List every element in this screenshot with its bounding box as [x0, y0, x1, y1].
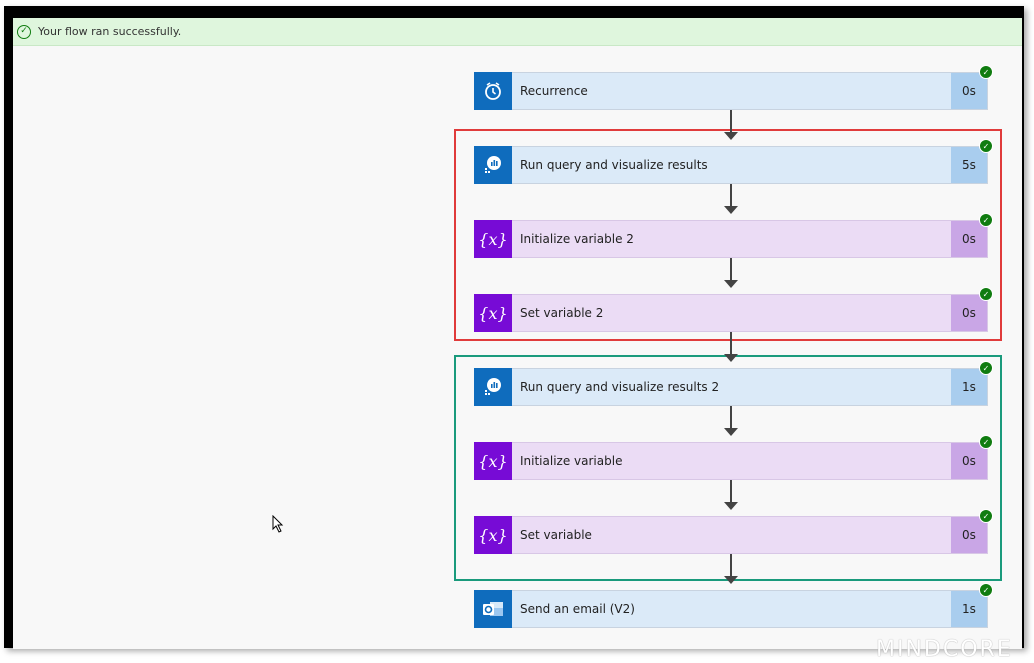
connector-line — [730, 184, 732, 208]
step-label: Run query and visualize results — [520, 158, 708, 172]
step-label: Initialize variable — [520, 454, 623, 468]
query-chart-icon — [474, 146, 512, 184]
step-duration: 1s — [951, 369, 987, 405]
connector-arrow — [724, 576, 738, 584]
success-message: Your flow ran successfully. — [38, 25, 182, 38]
step-duration: 0s — [951, 73, 987, 109]
step-duration: 0s — [951, 517, 987, 553]
step-label: Set variable 2 — [520, 306, 604, 320]
success-check-icon: ✓ — [979, 287, 993, 301]
success-banner: ✓ Your flow ran successfully. — [13, 18, 1022, 46]
connector-arrow — [724, 206, 738, 214]
connector-arrow — [724, 428, 738, 436]
step-label: Recurrence — [520, 84, 588, 98]
step-label: Send an email (V2) — [520, 602, 635, 616]
step-initialize-variable[interactable]: {x} Initialize variable 0s — [474, 442, 988, 480]
connector-arrow — [724, 132, 738, 140]
connector-line — [730, 332, 732, 356]
success-check-icon: ✓ — [17, 24, 31, 39]
success-check-icon: ✓ — [979, 361, 993, 375]
connector-line — [730, 554, 732, 578]
connector-line — [730, 406, 732, 430]
success-check-icon: ✓ — [979, 213, 993, 227]
connector-arrow — [724, 502, 738, 510]
variable-icon: {x} — [474, 516, 512, 554]
step-duration: 5s — [951, 147, 987, 183]
connector-arrow — [724, 354, 738, 362]
query-chart-icon — [474, 368, 512, 406]
step-send-email[interactable]: Send an email (V2) 1s — [474, 590, 988, 628]
step-set-variable[interactable]: {x} Set variable 0s — [474, 516, 988, 554]
step-duration: 1s — [951, 591, 987, 627]
step-recurrence[interactable]: Recurrence 0s — [474, 72, 988, 110]
step-duration: 0s — [951, 295, 987, 331]
flow-run-canvas: ✓ Your flow ran successfully. Recurrence… — [13, 18, 1022, 649]
step-run-query-2[interactable]: Run query and visualize results 2 1s — [474, 368, 988, 406]
step-initialize-variable-2[interactable]: {x} Initialize variable 2 0s — [474, 220, 988, 258]
screenshot-frame: ✓ Your flow ran successfully. Recurrence… — [4, 6, 1024, 649]
variable-icon: {x} — [474, 220, 512, 258]
success-check-icon: ✓ — [979, 583, 993, 597]
outlook-icon — [474, 590, 512, 628]
connector-line — [730, 480, 732, 504]
connector-arrow — [724, 280, 738, 288]
step-run-query[interactable]: Run query and visualize results 5s — [474, 146, 988, 184]
alarm-clock-icon — [474, 72, 512, 110]
variable-icon: {x} — [474, 442, 512, 480]
mouse-pointer-icon — [272, 514, 284, 537]
variable-icon: {x} — [474, 294, 512, 332]
connector-line — [730, 110, 732, 134]
step-label: Run query and visualize results 2 — [520, 380, 720, 394]
step-duration: 0s — [951, 443, 987, 479]
highlight-group-red — [454, 129, 1002, 341]
step-duration: 0s — [951, 221, 987, 257]
step-set-variable-2[interactable]: {x} Set variable 2 0s — [474, 294, 988, 332]
success-check-icon: ✓ — [979, 435, 993, 449]
step-label: Set variable — [520, 528, 592, 542]
step-label: Initialize variable 2 — [520, 232, 634, 246]
success-check-icon: ✓ — [979, 139, 993, 153]
watermark: MINDCORE — [876, 637, 1013, 662]
success-check-icon: ✓ — [979, 509, 993, 523]
connector-line — [730, 258, 732, 282]
success-check-icon: ✓ — [979, 65, 993, 79]
